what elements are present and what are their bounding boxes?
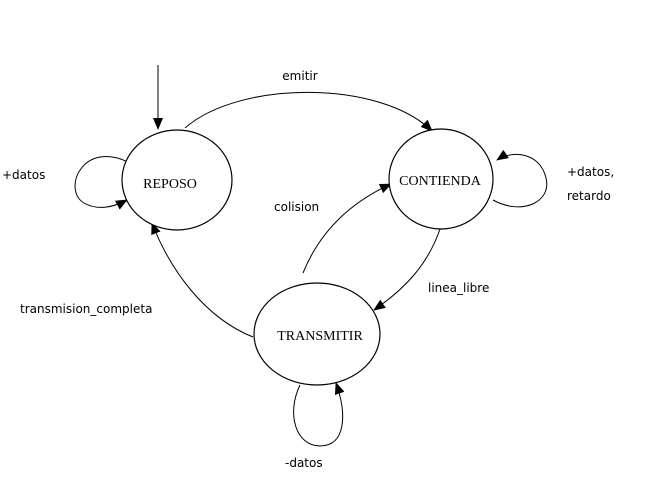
- label-transmitir-self: -datos: [285, 456, 323, 470]
- edge-transmitir-to-reposo: [151, 222, 254, 338]
- label-reposo-self: +datos: [2, 168, 45, 182]
- state-contienda: CONTIENDA: [388, 128, 494, 230]
- edge-contienda-to-transmitir: [373, 228, 441, 311]
- label-emitir: emitir: [282, 69, 317, 83]
- label-linea-libre: linea_libre: [428, 281, 489, 295]
- state-transmitir: TRANSMITIR: [253, 282, 381, 386]
- label-colision: colision: [274, 200, 319, 214]
- edge-transmitir-to-contienda: [302, 183, 392, 274]
- state-contienda-label: CONTIENDA: [399, 174, 482, 189]
- edge-contienda-self-loop: [492, 149, 548, 208]
- label-transmision-completa: transmision_completa: [20, 302, 152, 316]
- label-contienda-self-line2: retardo: [567, 189, 611, 203]
- state-reposo-label: REPOSO: [143, 177, 197, 192]
- state-transmitir-label: TRANSMITIR: [277, 329, 363, 344]
- label-contienda-self-line1: +datos,: [567, 165, 614, 179]
- state-reposo: REPOSO: [121, 129, 233, 231]
- edge-transmitir-self-loop: [293, 382, 345, 447]
- edge-reposo-self-loop: [74, 155, 129, 210]
- edge-reposo-to-contienda: [184, 91, 433, 132]
